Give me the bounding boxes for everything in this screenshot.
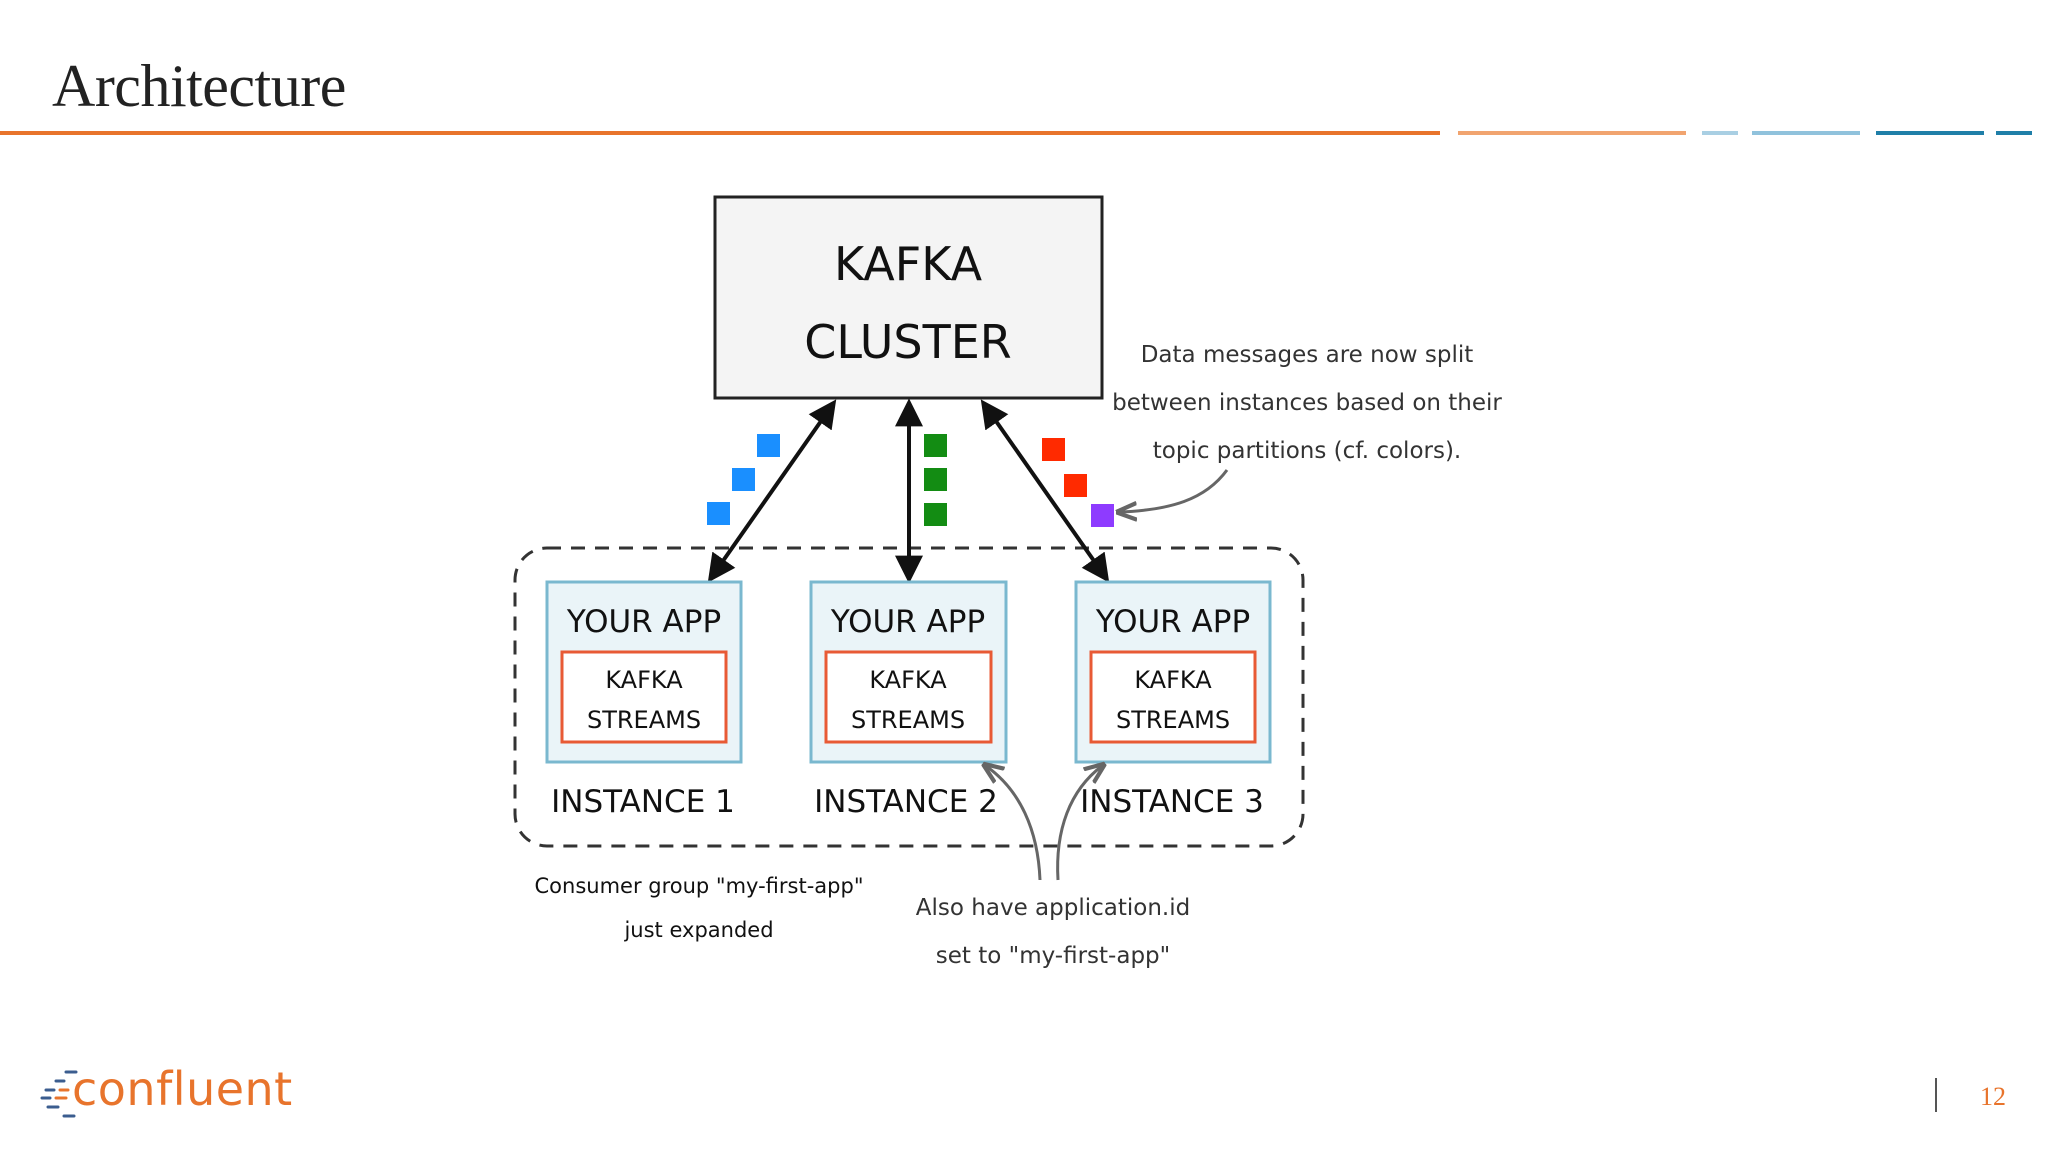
partition-message-purple — [1091, 504, 1114, 527]
kafka-cluster-box — [713, 195, 1104, 400]
annotation-consumer-group-line2: just expanded — [623, 918, 773, 942]
kafka-cluster-label-line2: CLUSTER — [804, 315, 1011, 369]
annotation-app-id-line1: Also have application.id — [916, 895, 1190, 921]
instance-label: INSTANCE 3 — [1080, 784, 1264, 820]
title-rule-segment — [1702, 131, 1738, 135]
kafka-streams-label-line2: STREAMS — [587, 706, 701, 734]
instance-label: INSTANCE 1 — [551, 784, 735, 820]
your-app-label: YOUR APP — [1095, 604, 1250, 640]
confluent-logo-icon — [40, 1070, 78, 1118]
annotation-consumer-group-line1: Consumer group "my-first-app" — [535, 874, 864, 898]
annotation-partitions-line2: between instances based on their — [1112, 390, 1502, 416]
kafka-streams-box — [1089, 650, 1257, 744]
annotation-partitions-line1: Data messages are now split — [1141, 342, 1474, 368]
kafka-streams-box — [824, 650, 993, 744]
partition-message-red — [1064, 474, 1087, 497]
partition-message-red — [1042, 438, 1065, 461]
title-rule-segment — [1752, 131, 1860, 135]
instance-label: INSTANCE 2 — [814, 784, 998, 820]
annotation-arrow-partitions — [1120, 469, 1229, 512]
kafka-streams-label-line1: KAFKA — [1134, 666, 1212, 694]
partition-message-blue — [707, 502, 730, 525]
partition-message-green — [924, 468, 947, 491]
page-number: 12 — [1980, 1082, 2006, 1111]
kafka-cluster-label-line1: KAFKA — [834, 237, 983, 291]
arrow-cluster-instance-3 — [980, 399, 1110, 583]
page-number-separator — [1935, 1078, 1937, 1112]
your-app-label: YOUR APP — [830, 604, 985, 640]
title-rule-main — [0, 131, 1440, 135]
app-instance-1: YOUR APP KAFKA STREAMS INSTANCE 1 — [545, 580, 743, 820]
partition-message-blue — [732, 468, 755, 491]
slide-title: Architecture — [52, 53, 346, 119]
annotation-partitions-line3: topic partitions (cf. colors). — [1153, 438, 1462, 464]
partition-message-green — [924, 434, 947, 457]
app-instance-2: YOUR APP KAFKA STREAMS INSTANCE 2 — [809, 580, 1008, 820]
title-rule-segment — [1876, 131, 1984, 135]
your-app-label: YOUR APP — [566, 604, 721, 640]
annotation-arrow-instance-3 — [1056, 766, 1102, 881]
kafka-streams-label-line2: STREAMS — [851, 706, 965, 734]
kafka-streams-label-line1: KAFKA — [605, 666, 683, 694]
partition-message-green — [924, 503, 947, 526]
partition-message-blue — [757, 434, 780, 457]
annotation-app-id-line2: set to "my-first-app" — [936, 943, 1170, 969]
arrow-cluster-instance-1 — [707, 399, 837, 583]
title-rule-segment — [1996, 131, 2032, 135]
kafka-streams-label-line1: KAFKA — [869, 666, 947, 694]
app-instance-3: YOUR APP KAFKA STREAMS INSTANCE 3 — [1074, 580, 1272, 820]
kafka-streams-label-line2: STREAMS — [1116, 706, 1230, 734]
title-rule-segment — [1458, 131, 1686, 135]
kafka-streams-box — [560, 650, 728, 744]
confluent-logo-text: confluent — [72, 1062, 293, 1116]
annotation-arrow-instance-2 — [986, 766, 1042, 881]
